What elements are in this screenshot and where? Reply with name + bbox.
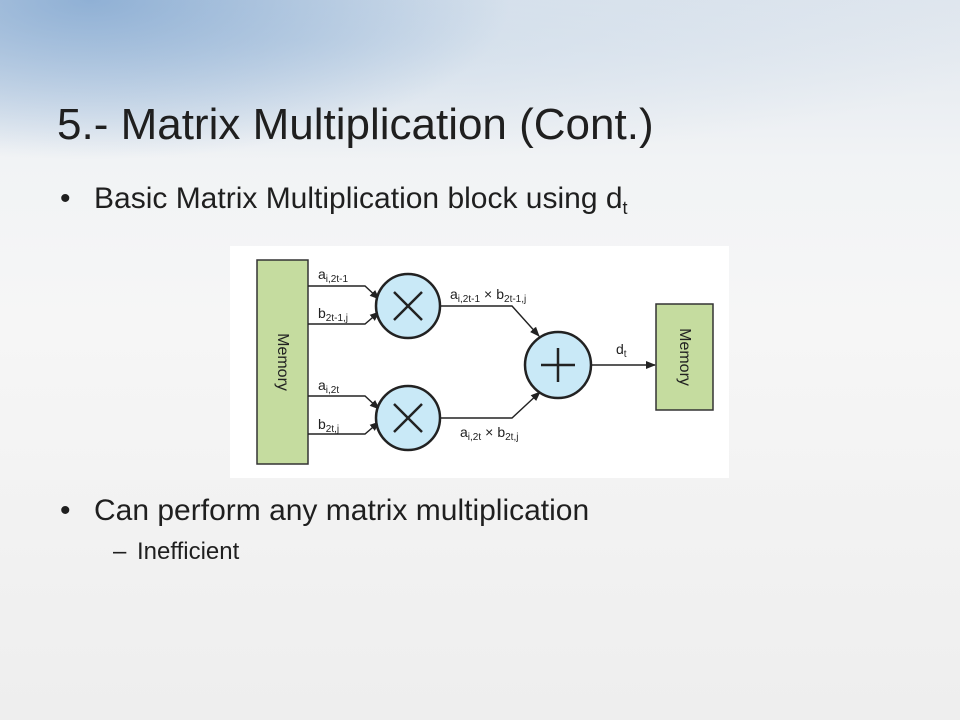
- arrow-in2-b: [308, 421, 380, 435]
- arrow-in1-a: [308, 285, 380, 300]
- bullet-subscript: t: [622, 198, 628, 218]
- multiplier-2-icon: [374, 384, 442, 452]
- label-output: dt: [616, 341, 627, 360]
- arrow-in2-a: [308, 395, 380, 410]
- label-product-1: ai,2t-1×b2t-1,j: [450, 286, 526, 305]
- label-in2-a: ai,2t: [318, 377, 339, 396]
- arrow-product-2: [440, 391, 541, 419]
- memory-left-block: [256, 259, 309, 465]
- arrow-product-1: [440, 305, 540, 337]
- bullet-marker: •: [60, 494, 71, 527]
- matrix-multiplication-diagram: Memory Memory ai,2t-1 b2t-1,j ai,2t b2t,…: [230, 246, 729, 478]
- memory-right-block: [655, 303, 714, 411]
- subbullet-marker: –: [113, 538, 127, 565]
- background-wash: [0, 0, 960, 200]
- label-product-2: ai,2t×b2t,j: [460, 424, 518, 443]
- arrow-in1-b: [308, 311, 380, 325]
- slide-title: 5.- Matrix Multiplication (Cont.): [57, 100, 654, 149]
- memory-right-label: Memory: [676, 328, 693, 386]
- adder-icon: [523, 330, 593, 400]
- multiplier-1-icon: [374, 272, 442, 340]
- memory-left-label: Memory: [274, 333, 291, 391]
- subbullet-text: Inefficient: [137, 538, 240, 565]
- label-in2-b: b2t,j: [318, 416, 339, 435]
- label-in1-a: ai,2t-1: [318, 266, 348, 285]
- diagram-svg: Memory Memory ai,2t-1 b2t-1,j ai,2t b2t,…: [256, 259, 714, 465]
- bullet-text: Basic Matrix Multiplication block using …: [94, 182, 623, 215]
- bullet-text: Can perform any matrix multiplication: [94, 494, 590, 527]
- bullet-marker: •: [60, 182, 71, 215]
- label-in1-b: b2t-1,j: [318, 305, 348, 324]
